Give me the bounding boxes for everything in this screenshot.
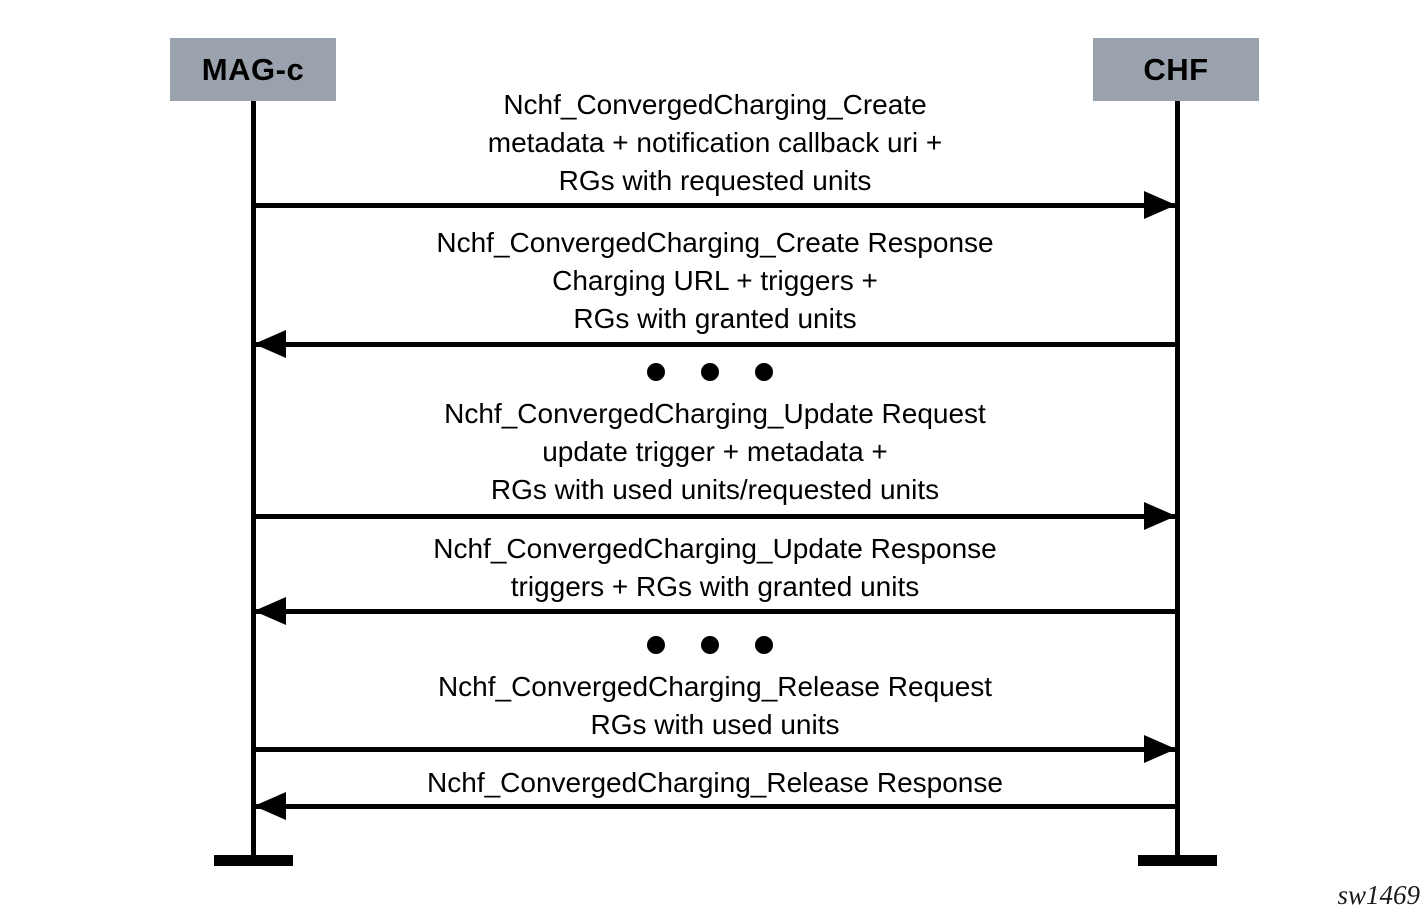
lifeline-end-bar-chf [1138,855,1217,866]
message-line: Nchf_ConvergedCharging_Release Response [427,767,1003,798]
message-label-create-response: Nchf_ConvergedCharging_Create Response C… [254,224,1176,338]
arrowhead-left-icon [254,792,286,820]
dot-icon [755,363,773,381]
message-line: Nchf_ConvergedCharging_Update Request [444,398,986,429]
arrow-release-response [254,804,1176,809]
figure-id-watermark: sw1469 [1337,880,1420,910]
lifeline-mag-c [251,101,256,861]
arrowhead-right-icon [1144,502,1176,530]
arrow-update-request [254,514,1176,519]
arrowhead-left-icon [254,597,286,625]
dot-icon [755,636,773,654]
message-line: Nchf_ConvergedCharging_Update Response [433,533,997,564]
dot-icon [701,636,719,654]
message-label-release-response: Nchf_ConvergedCharging_Release Response [254,764,1176,802]
arrowhead-right-icon [1144,735,1176,763]
message-line: RGs with used units [590,709,840,740]
actor-label-mag-c: MAG-c [201,51,305,87]
message-line: Nchf_ConvergedCharging_Release Request [437,671,993,702]
ellipsis-dots-icon [647,636,773,654]
message-line: triggers + RGs with granted units [510,571,920,602]
message-label-update-response: Nchf_ConvergedCharging_Update Response t… [254,530,1176,606]
arrow-create-response [254,342,1176,347]
message-line: update trigger + metadata + [542,436,888,467]
arrow-release-request [254,747,1176,752]
lifeline-end-bar-mag-c [214,855,293,866]
actor-box-chf: CHF [1093,38,1259,101]
ellipsis-dots-icon [647,363,773,381]
actor-box-mag-c: MAG-c [170,38,336,101]
arrow-create-request [254,203,1176,208]
message-line: Nchf_ConvergedCharging_Create Response [436,227,994,258]
arrowhead-left-icon [254,330,286,358]
lifeline-chf [1175,101,1180,861]
arrow-update-response [254,609,1176,614]
message-label-release-request: Nchf_ConvergedCharging_Release Request R… [254,668,1176,744]
message-line: Charging URL + triggers + [552,265,878,296]
dot-icon [701,363,719,381]
message-line: metadata + notification callback uri + [487,127,943,158]
message-line: RGs with requested units [558,165,872,196]
message-line: Nchf_ConvergedCharging_Create [503,89,927,120]
arrowhead-right-icon [1144,191,1176,219]
message-line: RGs with granted units [573,303,857,334]
dot-icon [647,636,665,654]
message-label-create-request: Nchf_ConvergedCharging_Create metadata +… [254,86,1176,200]
actor-label-chf: CHF [1143,51,1209,87]
dot-icon [647,363,665,381]
message-line: RGs with used units/requested units [490,474,940,505]
message-label-update-request: Nchf_ConvergedCharging_Update Request up… [254,395,1176,509]
